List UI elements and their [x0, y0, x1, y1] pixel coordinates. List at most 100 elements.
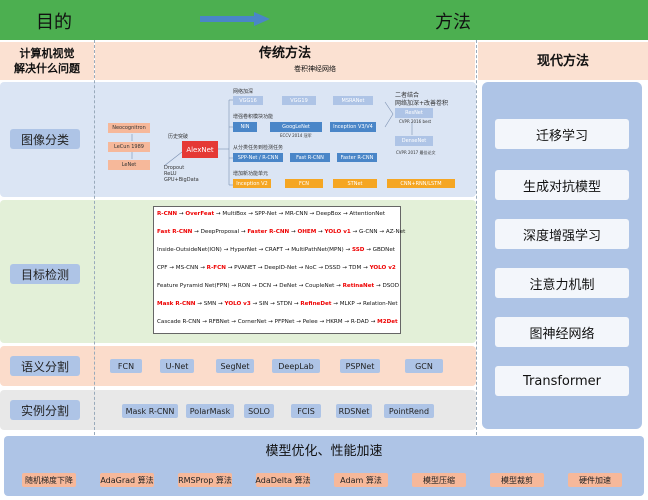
- det-ohem: OHEM: [297, 229, 317, 235]
- det-rdad: R-DAD: [350, 319, 369, 325]
- instance-pointrend: PointRend: [384, 404, 434, 418]
- detection-row: CPF → MS-CNN → R-FCN → PVANET → DeepID-N…: [157, 265, 396, 271]
- modern-transformer: Transformer: [495, 366, 629, 396]
- det-dsod: DSOD: [382, 283, 400, 289]
- node-nin: NIN: [233, 122, 257, 132]
- detection-row: Cascade R-CNN → RFBNet → CornerNet → PFP…: [157, 319, 398, 325]
- det-stdn: STDN: [276, 301, 293, 307]
- det-faster-rcnn: Faster R-CNN: [247, 229, 290, 235]
- node-inception-v2: Inception V2: [233, 179, 271, 188]
- det-couplenet: CoupleNet: [305, 283, 335, 289]
- node-stnet: STNet: [333, 179, 377, 188]
- modern-attention: 注意力机制: [495, 268, 629, 298]
- modern-transfer-learning: 迁移学习: [495, 119, 629, 149]
- det-rcnn: R-CNN: [157, 211, 178, 217]
- category-classification: 图像分类: [10, 129, 80, 149]
- combo-label2: 网络加深+改善卷积: [395, 100, 449, 107]
- node-lenet: LeNet: [108, 160, 150, 170]
- det-fast-rcnn: Fast R-CNN: [157, 229, 193, 235]
- optimization-title: 模型优化、性能加速: [265, 444, 383, 459]
- category-instance: 实例分割: [10, 400, 80, 420]
- semantic-gcn: GCN: [405, 359, 443, 373]
- det-ssd: SSD: [351, 247, 365, 253]
- det-gcnn: G-CNN: [358, 229, 378, 235]
- newfunc-label: 增加新功能单元: [233, 171, 269, 177]
- modern-deep-rl: 深度增强学习: [495, 219, 629, 249]
- node-fcn: FCN: [285, 179, 323, 188]
- modern-gnn: 图神经网络: [495, 317, 629, 347]
- det-ron: RON: [237, 283, 251, 289]
- modern-header: 现代方法: [478, 42, 648, 80]
- semantic-deeplab: DeepLab: [272, 359, 320, 373]
- det-mrcnn: MR-CNN: [285, 211, 308, 217]
- node-googlenet: GoogLeNet: [270, 122, 322, 132]
- det-tdm: TDM: [348, 265, 362, 271]
- opt-adagrad: AdaGrad 算法: [100, 473, 154, 487]
- opt-sgd: 随机梯度下降: [22, 473, 76, 487]
- history-label: 历史突破: [168, 134, 189, 140]
- instance-polarmask: PolarMask: [186, 404, 234, 418]
- semantic-segnet: SegNet: [216, 359, 254, 373]
- node-alexnet: AlexNet: [182, 141, 218, 158]
- det-mscnn: MS-CNN: [175, 265, 199, 271]
- module-label: 增强卷积模块功能: [233, 114, 274, 120]
- opt-hardware: 硬件加速: [568, 473, 622, 487]
- det-relation-net: Relation-Net: [362, 301, 398, 307]
- node-vgg19: VGG19: [282, 96, 316, 105]
- det-rfcn: R-FCN: [206, 265, 226, 271]
- resnet-note: CVPR 2016 best: [399, 119, 432, 124]
- opt-rmsprop: RMSProp 算法: [178, 473, 232, 487]
- semantic-unet: U-Net: [160, 359, 194, 373]
- method-title: 方法: [435, 12, 471, 33]
- det-dssd: DSSD: [324, 265, 341, 271]
- det-sppnet: SPP-Net: [254, 211, 277, 217]
- category-detection: 目标检测: [10, 264, 80, 284]
- det-attentionnet: AttentionNet: [349, 211, 386, 217]
- arrow-icon: [200, 12, 270, 26]
- det-rfbnet: RFBNet: [208, 319, 230, 325]
- instance-mask-rcnn: Mask R-CNN: [122, 404, 178, 418]
- det-cornernet: CornerNet: [237, 319, 267, 325]
- modern-gan: 生成对抗模型: [495, 170, 629, 200]
- det-dcn: DCN: [258, 283, 272, 289]
- alex-note-gpu: GPU+BigData: [164, 177, 199, 183]
- top-bar: 目的 方法: [0, 0, 648, 40]
- opt-pruning: 模型裁剪: [490, 473, 544, 487]
- module-note: ECCV 2014 冠军: [280, 133, 312, 138]
- det-mlkp: MLKP: [339, 301, 355, 307]
- det-noc: NoC: [305, 265, 317, 271]
- det-pvanet: PVANET: [234, 265, 256, 271]
- node-cnn-rnn: CNN+RNN/LSTM: [387, 179, 455, 188]
- combo-label: 二者结合: [395, 92, 420, 99]
- det-mpn: MultiPathNet(MPN): [291, 247, 344, 253]
- det-overfeat: OverFeat: [185, 211, 215, 217]
- opt-adam: Adam 算法: [334, 473, 388, 487]
- instance-solo: SOLO: [244, 404, 274, 418]
- node-neocognitron: Neocognitron: [108, 123, 150, 133]
- traditional-title: 传统方法: [258, 45, 311, 61]
- det-craft: CRAFT: [265, 247, 283, 253]
- node-densenet: DenseNet: [395, 136, 433, 146]
- traditional-subtitle: 卷积神经网络: [294, 64, 336, 73]
- det-denet: DeNet: [279, 283, 297, 289]
- densenet-note: CVPR 2017 最佳论文: [396, 150, 436, 155]
- det-retinanet: RetinaNet: [342, 283, 375, 289]
- det-gbdnet: GBDNet: [372, 247, 395, 253]
- det-deepid: DeepID-Net: [264, 265, 297, 271]
- det-refinedet: RefineDet: [300, 301, 332, 307]
- det-smn: SMN: [203, 301, 217, 307]
- node-resnet: ResNet: [395, 108, 433, 118]
- det-sin: SIN: [258, 301, 269, 307]
- det-ion: Inside-OutsideNet(ION): [157, 247, 222, 253]
- node-fast-rcnn: Fast R-CNN: [290, 153, 330, 162]
- node-faster-rcnn: Faster R-CNN: [337, 153, 377, 162]
- alex-note-relu: ReLU: [164, 171, 177, 177]
- det-multibox: MultiBox: [222, 211, 247, 217]
- det-hypernet: HyperNet: [230, 247, 257, 253]
- classification-connectors: [131, 99, 413, 186]
- detection-row: Mask R-CNN → SMN → YOLO v3 → SIN → STDN …: [157, 301, 398, 307]
- question-header: 计算机视觉 解决什么问题: [0, 42, 94, 80]
- det-yolo-v3: YOLO v3: [224, 301, 251, 307]
- detection-row: Feature Pyramid Net(FPN) → RON → DCN → D…: [157, 283, 400, 289]
- det-cascade-rcnn: Cascade R-CNN: [157, 319, 201, 325]
